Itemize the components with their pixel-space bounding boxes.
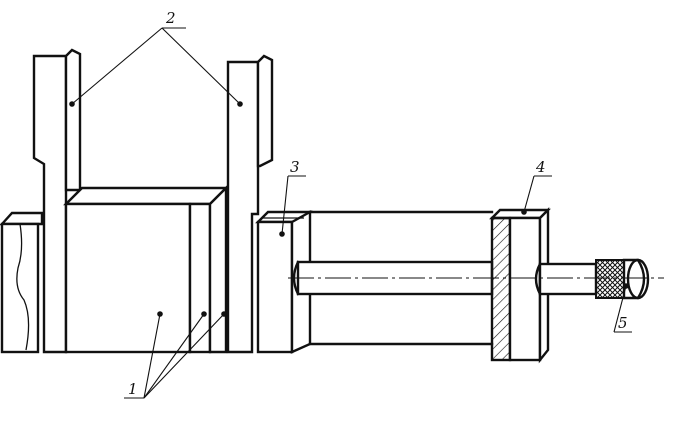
left-base-block xyxy=(0,211,44,354)
right-jaw xyxy=(226,54,274,354)
callout-5: 5 xyxy=(618,314,628,332)
callout-4: 4 xyxy=(535,158,546,176)
central-block xyxy=(63,185,229,354)
callout-leaders xyxy=(69,27,632,399)
screw-shaft xyxy=(534,262,598,296)
guide-block xyxy=(255,209,313,354)
end-plate xyxy=(489,207,551,364)
callout-2: 2 xyxy=(165,9,176,27)
callout-1: 1 xyxy=(128,380,138,398)
break-line xyxy=(16,223,30,351)
knurled-knob xyxy=(595,258,650,300)
housing-tube xyxy=(308,210,494,346)
callout-3: 3 xyxy=(290,158,300,176)
left-jaw xyxy=(32,48,82,354)
